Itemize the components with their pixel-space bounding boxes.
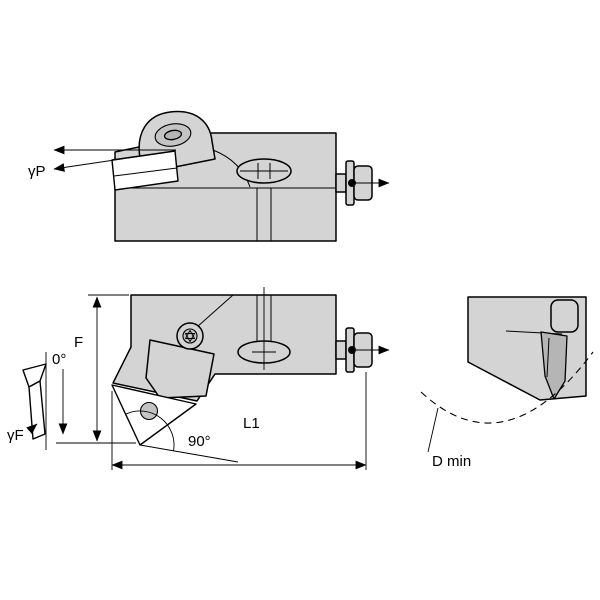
gamma-f-label: γF [7,427,24,444]
clamp-screw-inner [182,328,198,344]
lead-angle-arc [125,410,175,451]
clamp-end-view [550,299,579,333]
front-view: F 0° γF 90° L1 [7,287,390,470]
knob-center-dot [348,179,356,187]
head-parting-line [196,294,234,328]
d-min-bore-arc [420,351,594,424]
f-dimension-label: F [74,334,83,351]
knob-center-dot-front [348,346,356,354]
knob-neck [335,173,347,193]
zero-degree-label: 0° [52,351,66,368]
knob-neck-front [335,340,347,360]
head-blend-curve [212,149,251,188]
insert-side-edge-line [113,167,178,177]
toolholder-body-front [112,294,337,402]
d-min-label: D min [432,453,471,470]
gamma-p-rake-line [53,150,176,172]
lead-angle-label: 90° [188,433,211,450]
insert-clamp [145,339,215,399]
end-view: D min [420,296,594,470]
l1-dimension-label: L1 [243,415,260,432]
gamma-f-arrow [26,423,38,435]
insert-end-edge-line [546,337,550,378]
clamp-screw-slot [163,129,183,141]
d-min-leader-line [427,407,439,453]
gamma-f-insert-face [28,380,46,440]
torx-socket [185,330,195,342]
gamma-p-label: γP [28,163,46,180]
lead-angle-line [139,444,239,463]
side-view: γP [28,110,390,242]
